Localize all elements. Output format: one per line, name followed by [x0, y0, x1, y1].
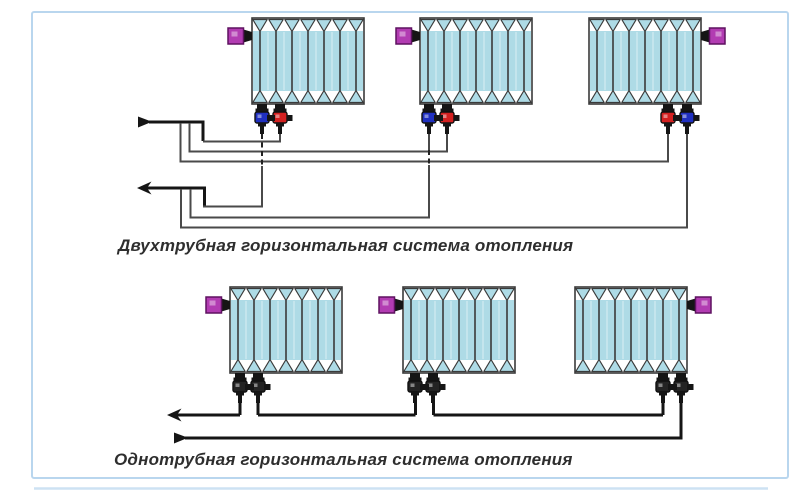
air-vent-icon — [395, 27, 421, 45]
supply-feed-pipe — [185, 402, 683, 440]
caption-two-pipe-system: Двухтрубная горизонтальная система отопл… — [118, 236, 574, 255]
return-branch-pipes — [180, 133, 688, 229]
radiator2-valves — [407, 372, 446, 404]
black-valve — [655, 372, 671, 404]
radiator2-valves — [421, 103, 460, 135]
air-vent-icon — [378, 296, 404, 314]
return-main-pipe — [146, 186, 206, 206]
air-vent-icon — [205, 296, 231, 314]
return-flow-arrow — [167, 408, 182, 422]
supply-flow-arrow — [174, 432, 188, 444]
air-vent-icon — [227, 27, 253, 45]
radiator1-valves — [254, 103, 293, 135]
blue-valve — [421, 103, 437, 135]
radiator3-valves — [655, 372, 694, 404]
black-valve — [407, 372, 423, 404]
radiator — [402, 286, 516, 374]
supply-flow-arrow — [138, 116, 152, 128]
red-valve — [272, 103, 288, 135]
return-flow-arrow — [137, 181, 152, 195]
air-vent-icon — [686, 296, 712, 314]
air-vent-icon — [700, 27, 726, 45]
radiator — [251, 17, 365, 105]
radiator — [574, 286, 688, 374]
blue-valve — [254, 103, 270, 135]
radiator — [588, 17, 702, 105]
figure-border — [31, 11, 789, 479]
radiator1-valves — [232, 372, 271, 404]
supply-branch-pipes — [179, 123, 669, 163]
single-main-pipe — [175, 402, 665, 417]
two-pipe-diagram — [137, 17, 726, 229]
caption-one-pipe-system: Однотрубная горизонтальная система отопл… — [114, 450, 573, 469]
radiator — [419, 17, 533, 105]
one-pipe-diagram — [167, 286, 712, 444]
supply-main-pipe — [149, 120, 205, 141]
black-valve — [232, 372, 248, 404]
blue-valve — [679, 103, 695, 135]
red-valve — [660, 103, 676, 135]
radiator3-valves — [660, 103, 700, 135]
radiator — [229, 286, 343, 374]
